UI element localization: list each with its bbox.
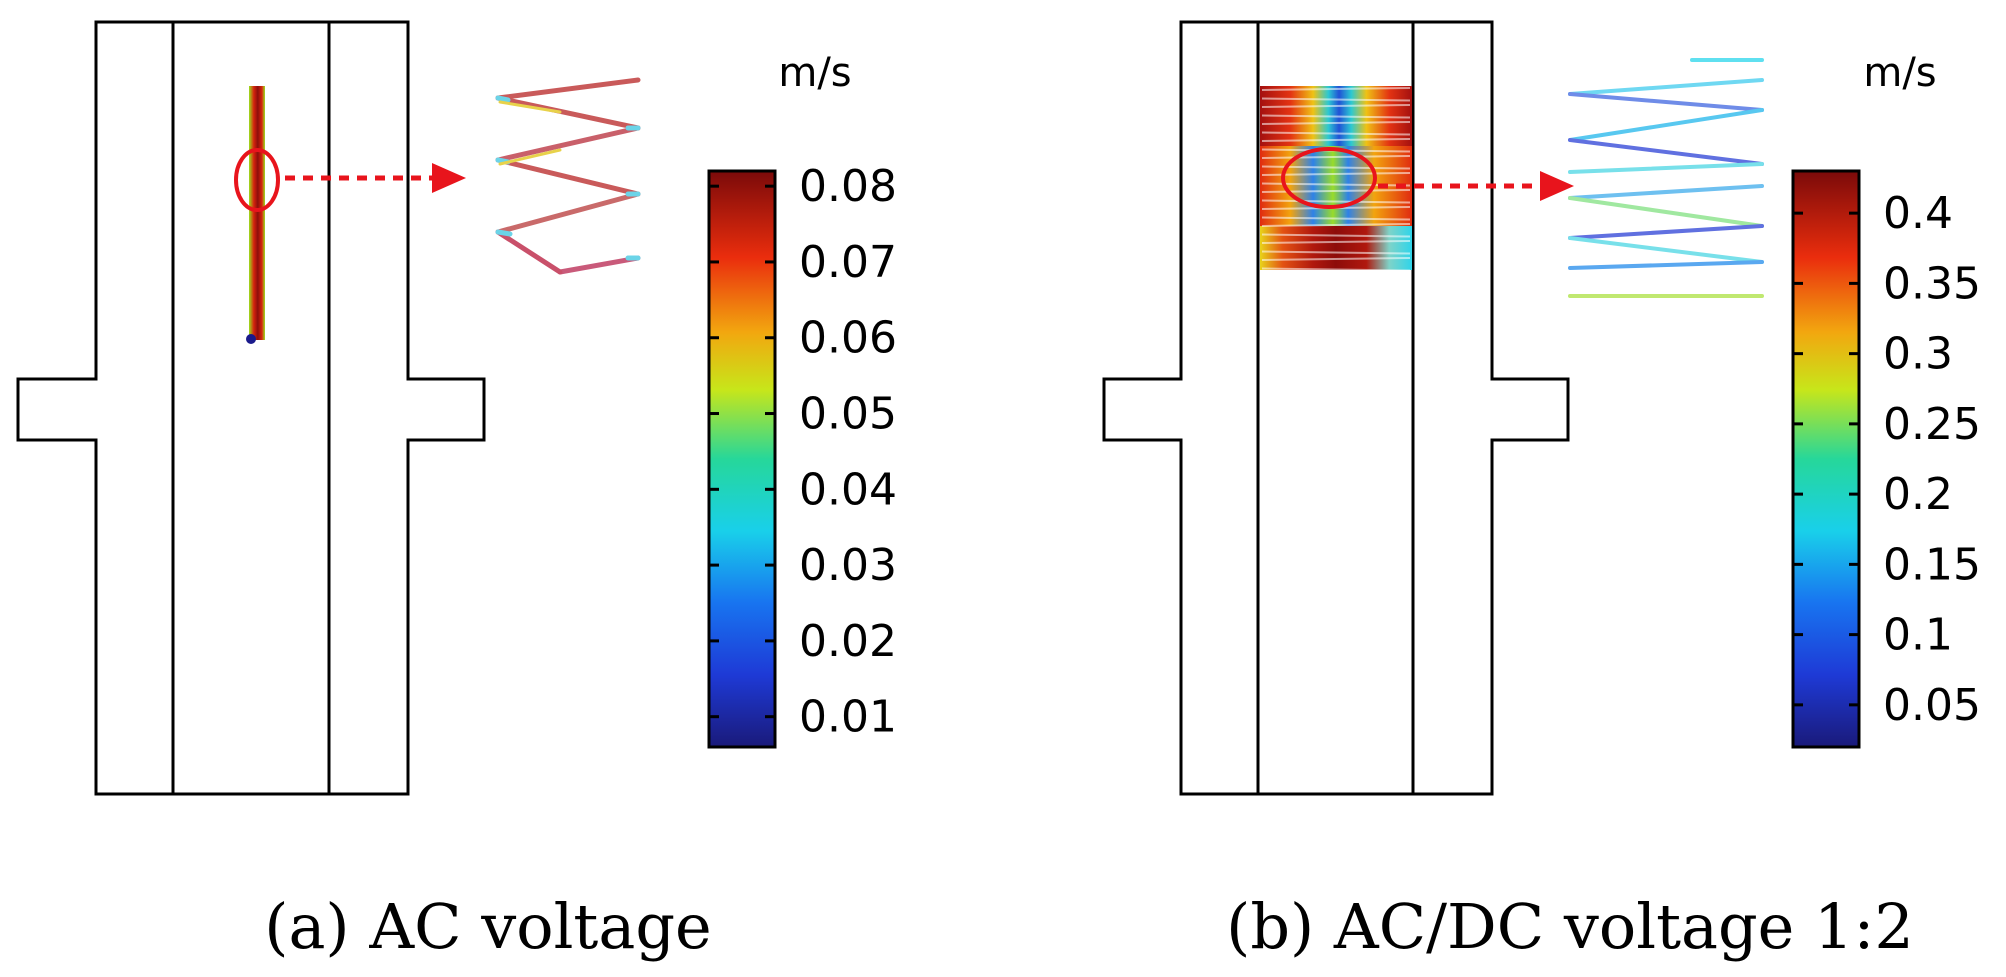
colorbar-tick-label: 0.08 [799, 161, 897, 212]
colorbar-tick-label: 0.06 [799, 313, 897, 364]
field-streamline [1261, 104, 1411, 108]
panel-b-colorbar [1791, 169, 1861, 749]
field-streamline [1261, 250, 1411, 255]
panel-b-highlight-ellipse [1281, 147, 1377, 209]
panel-b-colorbar-unit: m/s [1863, 50, 1936, 96]
panel-a-zoom-inset [495, 77, 641, 275]
field-streamline [1261, 172, 1411, 176]
colorbar-tick-label: 0.15 [1883, 539, 1981, 590]
colorbar-tick-label: 0.2 [1883, 469, 1953, 520]
field-streamline [1261, 121, 1411, 125]
panel-b-colorbar-ticks: 0.4 0.35 0.3 0.25 0.2 0.15 0.1 0.05 [1793, 188, 1981, 731]
field-streamline [1261, 199, 1411, 204]
field-streamline [1261, 233, 1411, 238]
panel-a: m/s 0.08 0.07 0.06 0.05 0.04 0.03 0.02 0.01 (a)… [16, 20, 897, 963]
panel-a-colorbar-ticks: 0.08 0.07 0.06 0.05 0.04 0.03 0.02 0.01 [709, 161, 897, 743]
colorbar-tick-label: 0.07 [799, 237, 897, 288]
colorbar-tick-label: 0.05 [799, 389, 897, 440]
panel-a-velocity-rod [249, 86, 265, 340]
panel-b-caption: (b) AC/DC voltage 1:2 [1226, 890, 1914, 963]
panel-a-colorbar [707, 169, 777, 749]
colorbar-tick-label: 0.05 [1883, 680, 1981, 731]
panel-a-zoom-arrowhead [432, 163, 466, 193]
panel-a-highlight-ellipse [234, 148, 280, 212]
field-streamline [1261, 240, 1411, 244]
field-streamline [1261, 223, 1411, 227]
panel-b: m/s 0.4 0.35 0.3 0.25 0.2 0.15 0.1 0.05 (b) AC/… [1102, 20, 1981, 963]
panel-b-zoom-arrowhead [1540, 171, 1574, 201]
colorbar-tick-label: 0.03 [799, 540, 897, 591]
field-streamline [1261, 87, 1411, 91]
field-streamline [1261, 97, 1411, 102]
field-streamline [1261, 131, 1411, 136]
field-streamline [1261, 114, 1411, 119]
field-streamline [1261, 267, 1411, 272]
colorbar-tick-label: 0.02 [799, 616, 897, 667]
panel-a-caption: (a) AC voltage [264, 890, 711, 963]
panel-a-insulator-outline [16, 20, 486, 796]
colorbar-tick-label: 0.04 [799, 464, 897, 515]
field-streamline [1261, 155, 1411, 159]
panel-a-particle-marker [246, 334, 256, 344]
colorbar-tick-label: 0.35 [1883, 258, 1981, 309]
colorbar-tick-label: 0.01 [799, 692, 897, 743]
colorbar-tick-label: 0.1 [1883, 610, 1953, 661]
colorbar-tick-label: 0.3 [1883, 329, 1953, 380]
panel-b-zoom-inset [1568, 58, 1764, 298]
panel-a-colorbar-unit: m/s [778, 50, 851, 96]
field-streamline [1261, 138, 1411, 142]
field-streamline [1261, 257, 1411, 261]
colorbar-tick-label: 0.25 [1883, 399, 1981, 450]
panel-b-insulator-outline [1102, 20, 1570, 796]
colorbar-tick-label: 0.4 [1883, 188, 1953, 239]
field-streamline [1261, 216, 1411, 221]
